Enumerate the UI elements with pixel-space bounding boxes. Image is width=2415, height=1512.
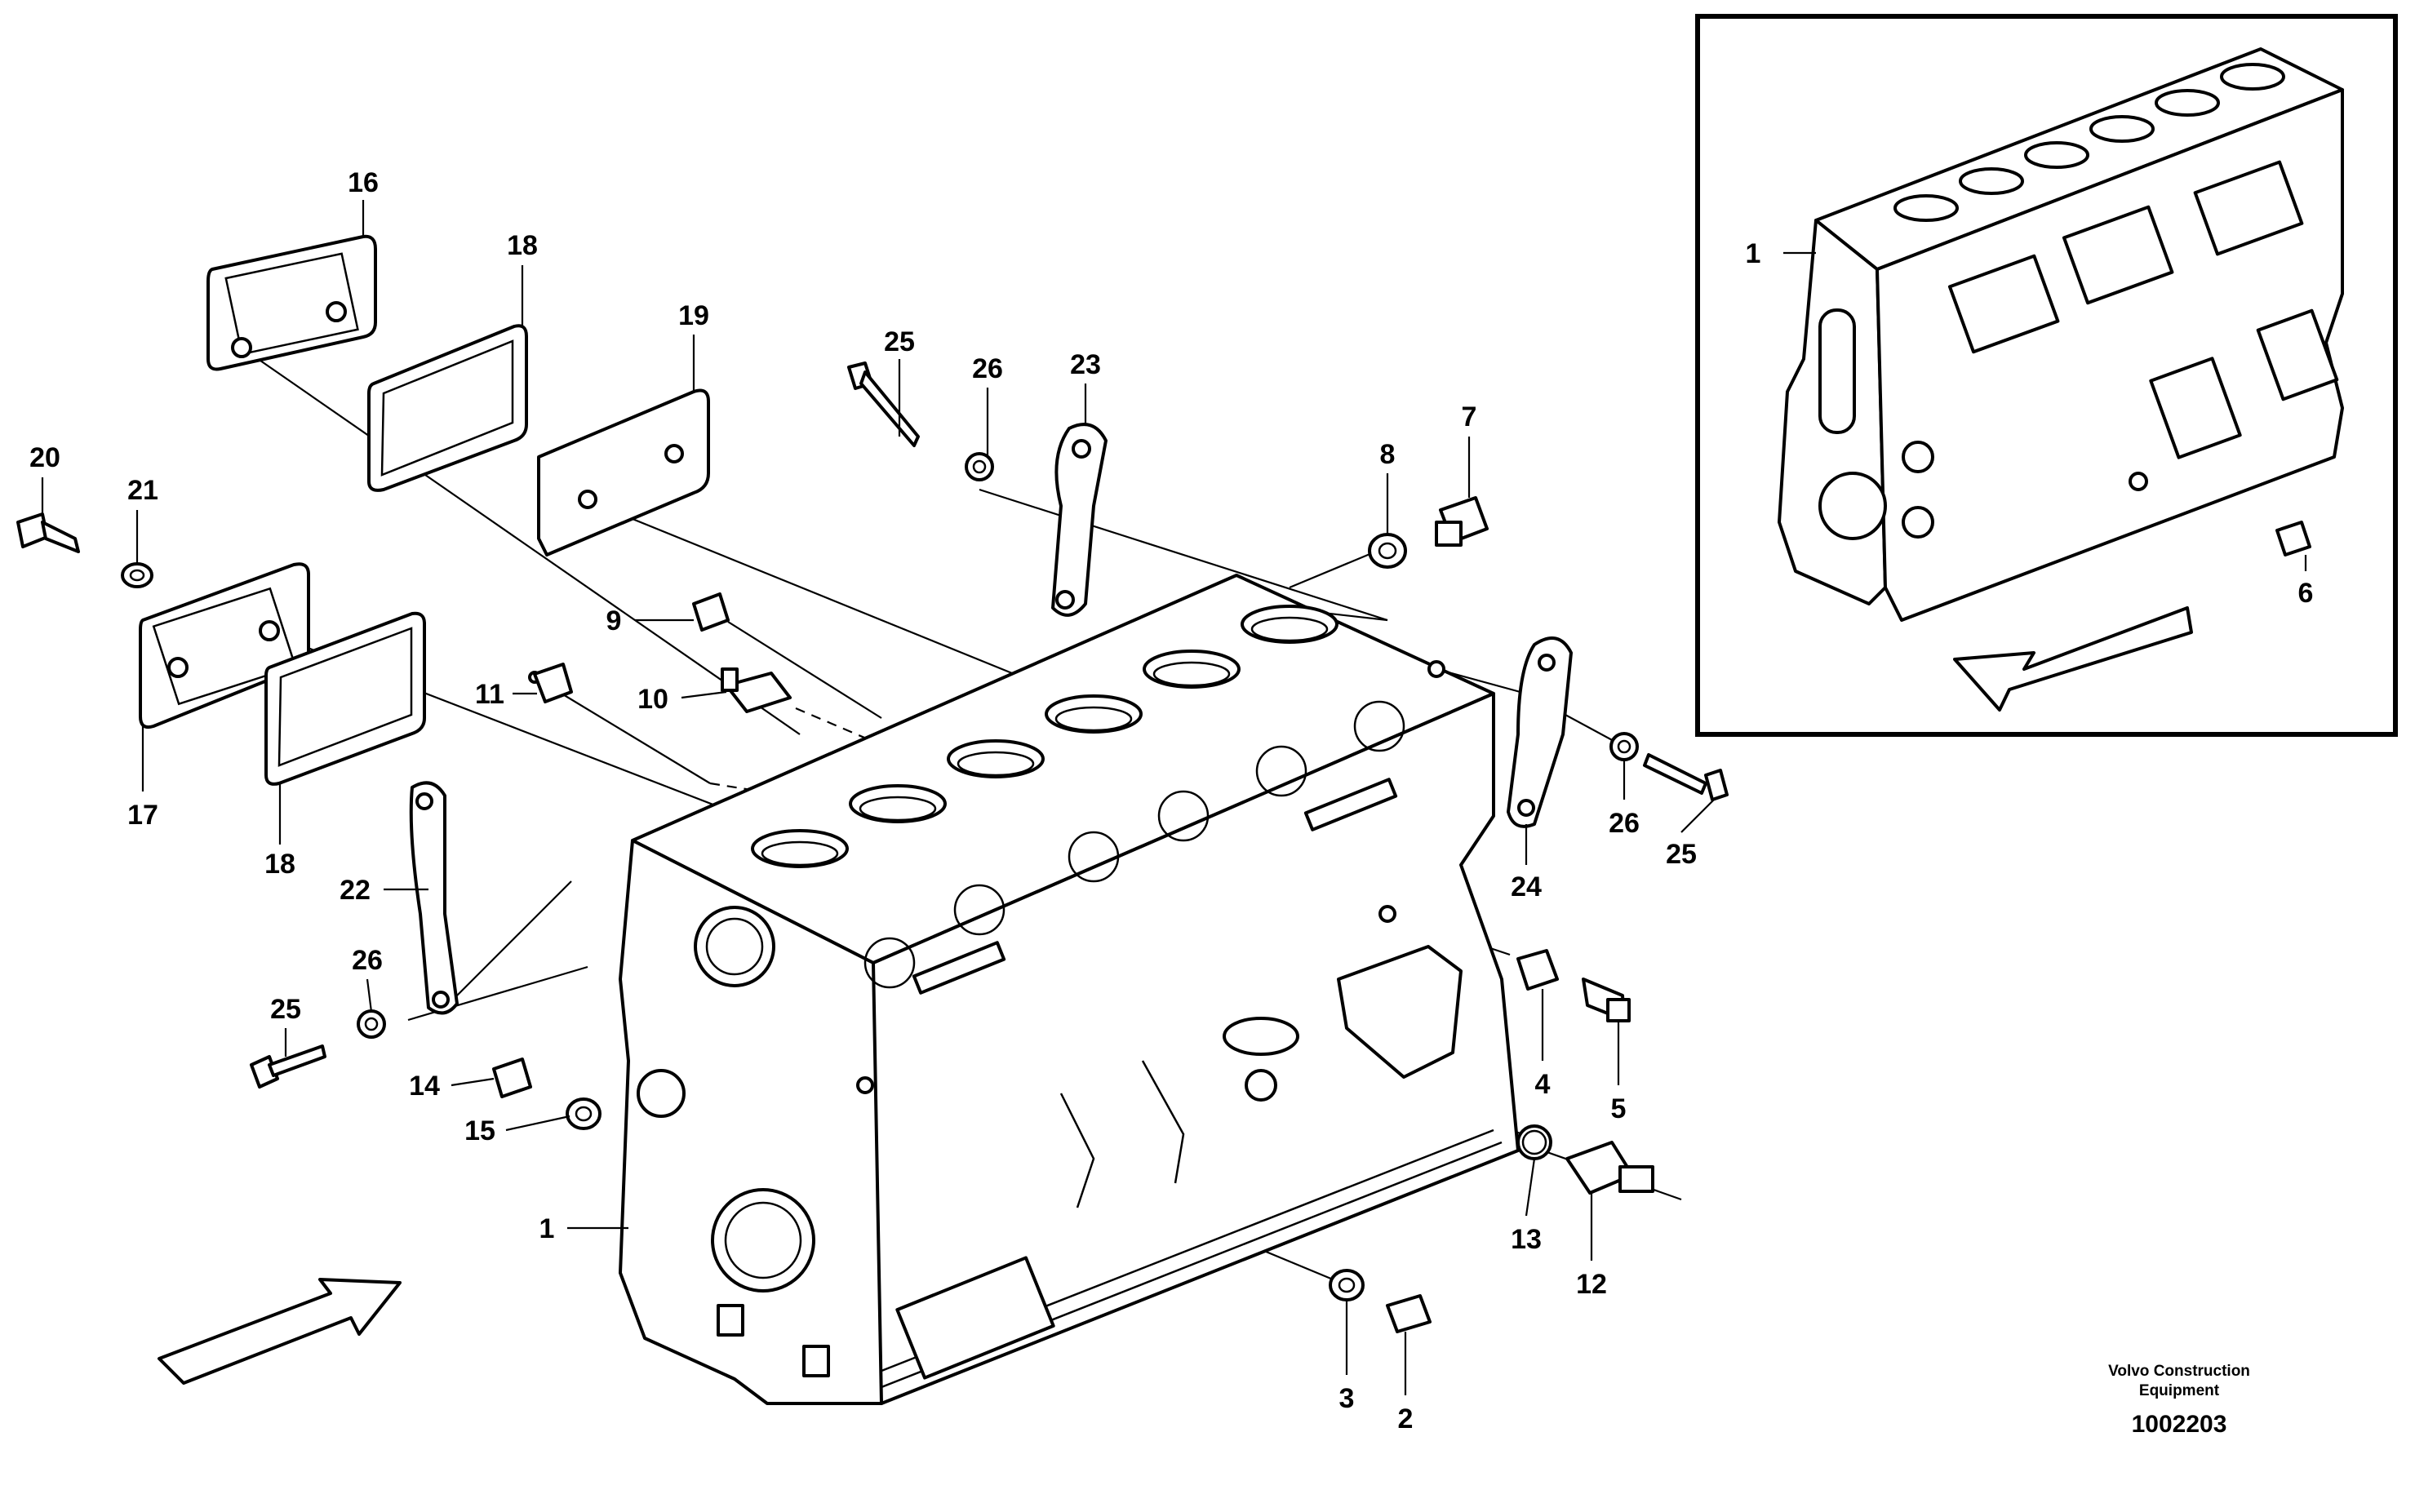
brand-line-2: Equipment — [2139, 1382, 2220, 1399]
callout-25-top: 25 — [884, 326, 915, 357]
plug-2 — [1386, 1294, 1432, 1333]
callout-23: 23 — [1070, 349, 1101, 380]
callout-10: 10 — [637, 684, 668, 715]
callout-26-top: 26 — [972, 353, 1003, 384]
callout-11: 11 — [475, 679, 504, 710]
exploded-parts — [16, 234, 1729, 1385]
washer-8 — [1368, 533, 1407, 569]
washer-21 — [121, 562, 153, 588]
callout-18-lower: 18 — [264, 849, 295, 880]
callout-19: 19 — [678, 300, 709, 331]
callout-14: 14 — [409, 1071, 440, 1102]
gasket-18-top — [367, 324, 528, 492]
callout-4: 4 — [1535, 1069, 1551, 1100]
callout-2: 2 — [1398, 1403, 1414, 1434]
callout-25-left: 25 — [270, 994, 301, 1025]
callout-26-left: 26 — [352, 945, 383, 976]
brand-block: Volvo Construction Equipment 1002203 — [2108, 1363, 2250, 1438]
plug-9 — [692, 592, 730, 632]
callout-1: 1 — [539, 1213, 555, 1244]
callout-8: 8 — [1380, 439, 1396, 470]
shield-plate-19 — [537, 388, 710, 556]
callout-24: 24 — [1511, 871, 1542, 902]
inset-view: 1 6 — [1695, 14, 2398, 737]
washer-26-right — [1609, 732, 1639, 761]
callout-17: 17 — [127, 800, 158, 831]
callout-3: 3 — [1339, 1383, 1355, 1414]
washer-26-left — [357, 1009, 386, 1039]
washer-15 — [566, 1097, 602, 1130]
callout-20: 20 — [29, 442, 60, 473]
callout-21: 21 — [127, 475, 158, 506]
callout-15: 15 — [464, 1115, 495, 1146]
callout-7: 7 — [1462, 401, 1477, 432]
inset-bolt-6 — [2275, 521, 2311, 556]
callout-13: 13 — [1511, 1224, 1542, 1255]
inset-callout-6: 6 — [2298, 578, 2314, 609]
plug-11 — [533, 663, 573, 703]
callout-25-right: 25 — [1666, 839, 1697, 870]
callout-numbers: 16 18 19 20 21 17 18 25 26 23 8 7 9 10 1… — [29, 167, 1697, 1434]
cover-plate-16 — [206, 234, 377, 371]
washer-3 — [1329, 1269, 1365, 1301]
sensor-10 — [725, 672, 792, 713]
cylinder-bores — [751, 605, 1338, 868]
bracket-22 — [409, 781, 459, 1015]
callout-12: 12 — [1576, 1269, 1607, 1300]
callout-26-right: 26 — [1609, 808, 1640, 839]
adapter-4 — [1516, 949, 1559, 991]
front-direction-arrow — [158, 1278, 402, 1385]
bolt-25-right — [1643, 753, 1707, 795]
callout-18-top: 18 — [507, 230, 538, 261]
brand-line-1: Volvo Construction — [2108, 1363, 2250, 1380]
callout-16: 16 — [348, 167, 379, 198]
figure-number: 1002203 — [2132, 1411, 2227, 1438]
gasket-18-lower — [264, 611, 426, 786]
inset-callout-1: 1 — [1746, 238, 1761, 269]
callout-leaders — [41, 200, 1715, 1395]
plug-14 — [492, 1058, 532, 1098]
inset-direction-arrow — [1953, 606, 2193, 712]
callout-9: 9 — [606, 605, 622, 636]
bracket-24 — [1507, 636, 1573, 828]
bracket-23 — [1051, 423, 1108, 617]
callout-22: 22 — [340, 875, 371, 906]
engine-block-main — [528, 574, 1520, 1405]
washer-26-top — [965, 452, 994, 481]
callout-5: 5 — [1611, 1093, 1627, 1124]
